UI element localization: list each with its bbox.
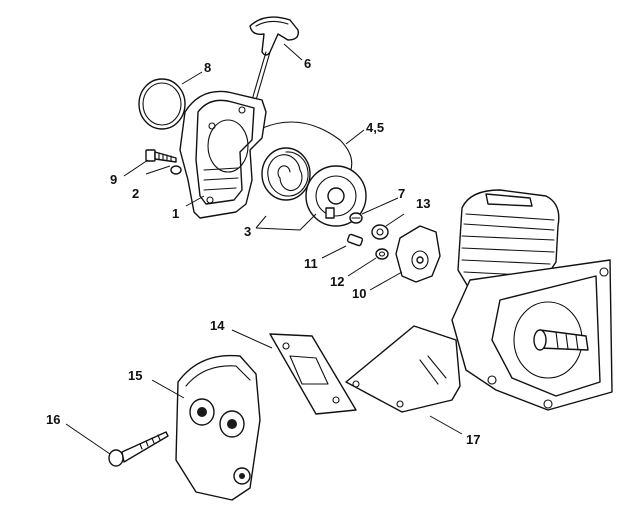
callout-15: 15 — [128, 368, 142, 383]
callout-2: 2 — [132, 186, 139, 201]
muffler-bolt — [108, 431, 169, 467]
callout-13: 13 — [416, 196, 430, 211]
callout-4-5: 4,5 — [366, 120, 384, 135]
callout-7: 7 — [398, 186, 405, 201]
callout-12: 12 — [330, 274, 344, 289]
callout-14: 14 — [210, 318, 225, 333]
engine-assembly — [451, 189, 613, 411]
pawl-spring — [375, 248, 389, 260]
callout-17: 17 — [466, 432, 480, 447]
muffler-gasket — [269, 333, 357, 415]
rewind-spring — [261, 147, 311, 201]
heat-shield — [345, 325, 461, 413]
starter-rope — [257, 121, 353, 181]
spacer-sleeve — [170, 165, 182, 175]
fan-housing — [179, 90, 267, 219]
o-ring-seal — [138, 78, 186, 130]
callout-1: 1 — [172, 206, 179, 221]
pawl-pin — [346, 233, 364, 247]
muffler — [175, 354, 261, 501]
rotor-screw — [349, 212, 363, 224]
starter-grip — [249, 16, 299, 101]
callout-10: 10 — [352, 286, 366, 301]
callout-3: 3 — [244, 224, 251, 239]
callout-11: 11 — [304, 256, 318, 271]
callout-6: 6 — [304, 56, 311, 71]
callout-16: 16 — [46, 412, 60, 427]
pawl-carrier — [395, 225, 441, 283]
callout-labels: 8 6 4,5 9 2 1 3 7 13 11 12 10 14 15 16 1… — [46, 56, 480, 447]
callout-8: 8 — [204, 60, 211, 75]
housing-screw — [145, 149, 177, 163]
washer — [371, 224, 389, 240]
leader-lines — [65, 43, 463, 455]
rope-rotor — [305, 165, 367, 227]
callout-9: 9 — [110, 172, 117, 187]
